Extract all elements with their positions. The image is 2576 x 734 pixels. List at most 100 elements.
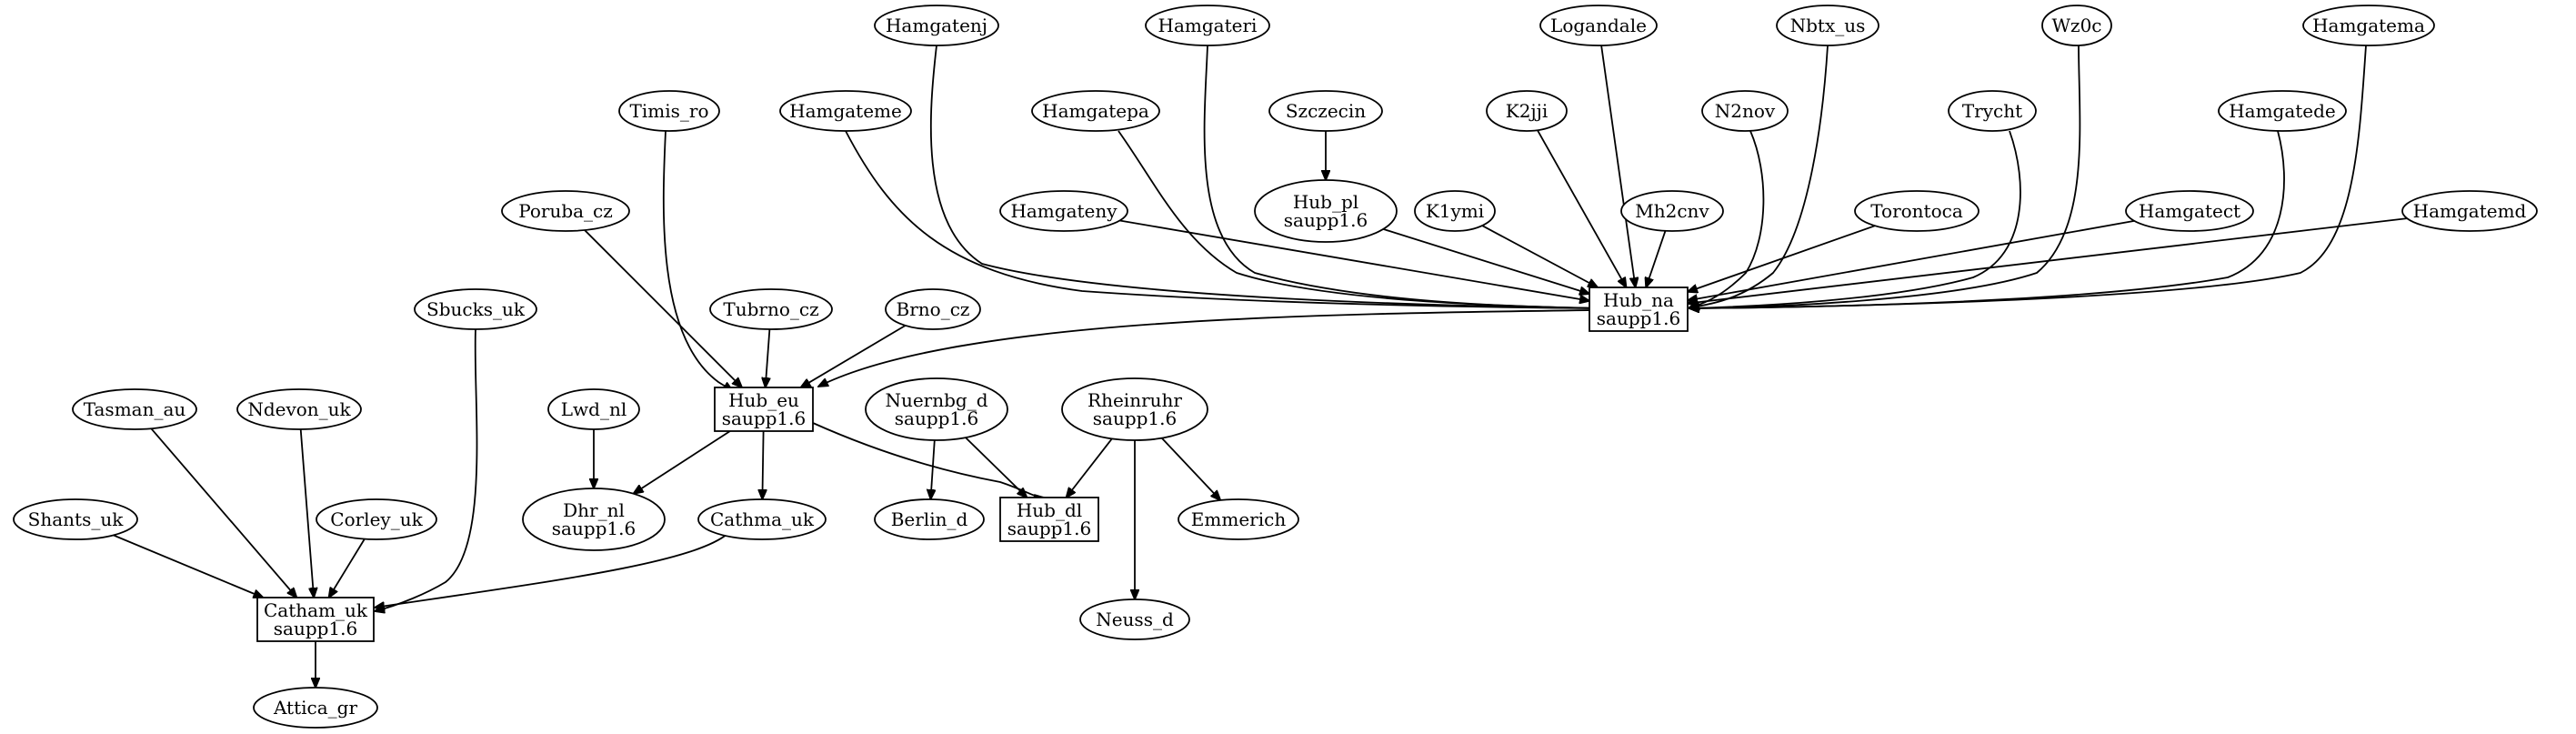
node-box-shape: [256, 597, 375, 642]
node-label: Shants_uk: [28, 508, 125, 530]
node-emmerich[interactable]: Emmerich: [1178, 498, 1299, 540]
node-label: Lwd_nl: [561, 398, 626, 420]
node-shants_uk[interactable]: Shants_uk: [13, 498, 138, 540]
edge-hamgatenj-to-hub_na: [929, 45, 1600, 308]
node-label: Catham_uk: [264, 599, 368, 621]
node-ellipse-shape: [13, 498, 138, 540]
node-k2jji[interactable]: K2jji: [1486, 90, 1568, 132]
node-label: Hub_na: [1603, 289, 1674, 311]
node-label: Tasman_au: [84, 398, 186, 420]
edge-rheinruhr-to-hub_dl: [1067, 437, 1113, 498]
node-n2nov[interactable]: N2nov: [1701, 90, 1789, 132]
node-poruba_cz[interactable]: Poruba_cz: [501, 190, 630, 232]
node-wz0c[interactable]: Wz0c: [2041, 5, 2112, 46]
node-hamgatect[interactable]: Hamgatect: [2125, 190, 2254, 232]
node-label: Sbucks_uk: [426, 298, 526, 320]
edge-brno_cz-to-hub_eu: [801, 325, 907, 387]
node-label: Tubrno_cz: [723, 298, 818, 320]
node-ellipse-shape: [1776, 5, 1879, 46]
node-label: Nbtx_us: [1790, 15, 1866, 36]
node-label: saupp1.6: [722, 407, 806, 429]
node-label: Szczecin: [1286, 100, 1366, 122]
node-neuss_d[interactable]: Neuss_d: [1079, 598, 1190, 640]
node-label: Hamgatemd: [2413, 200, 2527, 222]
node-hamgatemd[interactable]: Hamgatemd: [2401, 190, 2538, 232]
node-ellipse-shape: [414, 288, 537, 330]
node-trycht[interactable]: Trycht: [1948, 90, 2037, 132]
node-berlin_d[interactable]: Berlin_d: [874, 498, 985, 540]
node-logandale[interactable]: Logandale: [1539, 5, 1658, 46]
node-sbucks_uk[interactable]: Sbucks_uk: [414, 288, 537, 330]
edge-k2jji-to-hub_na: [1537, 129, 1627, 287]
edge-hamgateny-to-hub_na: [1119, 219, 1590, 301]
node-label: Emmerich: [1191, 508, 1287, 530]
node-nbtx_us[interactable]: Nbtx_us: [1776, 5, 1879, 46]
node-hamgatede[interactable]: Hamgatede: [2218, 90, 2347, 132]
node-lwd_nl[interactable]: Lwd_nl: [547, 388, 640, 430]
node-label: saupp1.6: [552, 518, 636, 539]
edge-mh2cnv-to-hub_na: [1646, 230, 1667, 287]
node-cathma_uk[interactable]: Cathma_uk: [697, 498, 827, 540]
node-ellipse-shape: [618, 90, 720, 132]
node-ellipse-shape: [779, 90, 912, 132]
node-ellipse-shape: [1061, 377, 1208, 441]
node-hamgateny[interactable]: Hamgateny: [999, 190, 1128, 232]
node-hamgateri[interactable]: Hamgateri: [1145, 5, 1270, 46]
node-ellipse-shape: [2302, 5, 2435, 46]
node-ndevon_uk[interactable]: Ndevon_uk: [236, 388, 362, 430]
node-szczecin[interactable]: Szczecin: [1268, 90, 1383, 132]
node-ellipse-shape: [1145, 5, 1270, 46]
node-label: Mh2cnv: [1635, 200, 1709, 222]
node-label: Wz0c: [2051, 15, 2101, 36]
node-brno_cz[interactable]: Brno_cz: [885, 288, 981, 330]
node-ellipse-shape: [253, 687, 378, 729]
node-ellipse-shape: [885, 288, 981, 330]
node-label: K2jji: [1506, 100, 1548, 122]
node-ellipse-shape: [1079, 598, 1190, 640]
node-label: Trycht: [1962, 100, 2022, 122]
node-box-shape: [999, 497, 1099, 542]
node-label: saupp1.6: [1284, 209, 1368, 231]
node-hamgateme[interactable]: Hamgateme: [779, 90, 912, 132]
node-ellipse-shape: [1254, 179, 1398, 243]
node-hamgatenj[interactable]: Hamgatenj: [874, 5, 999, 46]
edge-logandale-to-hub_na: [1600, 45, 1636, 287]
node-hamgatepa[interactable]: Hamgatepa: [1031, 90, 1160, 132]
edge-hub_eu-to-cathma_uk: [762, 430, 763, 499]
node-tasman_au[interactable]: Tasman_au: [72, 388, 197, 430]
node-label: Corley_uk: [330, 508, 423, 530]
node-timis_ro[interactable]: Timis_ro: [618, 90, 720, 132]
edge-cathma_uk-to-catham_uk: [375, 533, 728, 608]
edge-timis_ro-to-hub_eu: [662, 130, 733, 391]
edge-shants_uk-to-catham_uk: [113, 534, 264, 598]
node-hamgatema[interactable]: Hamgatema: [2302, 5, 2435, 46]
node-mh2cnv[interactable]: Mh2cnv: [1620, 190, 1724, 232]
node-ellipse-shape: [865, 377, 1008, 441]
edge-hub_pl-to-hub_na: [1383, 228, 1589, 294]
edge-hamgatepa-to-hub_na: [1118, 130, 1600, 308]
node-ellipse-shape: [697, 498, 827, 540]
node-torontoca[interactable]: Torontoca: [1854, 190, 1980, 232]
node-corley_uk[interactable]: Corley_uk: [316, 498, 437, 540]
node-label: Hamgatenj: [886, 15, 987, 36]
node-label: Hamgatede: [2229, 100, 2336, 122]
node-ellipse-shape: [501, 190, 630, 232]
node-attica_gr[interactable]: Attica_gr: [253, 687, 378, 729]
node-label: saupp1.6: [895, 407, 978, 429]
node-tubrno_cz[interactable]: Tubrno_cz: [709, 288, 833, 330]
edge-tubrno_cz-to-hub_eu: [766, 328, 770, 387]
node-k1ymi[interactable]: K1ymi: [1414, 190, 1496, 232]
edge-hub_na-to-hub_eu: [818, 309, 1592, 387]
node-label: N2nov: [1715, 100, 1776, 122]
node-ellipse-shape: [236, 388, 362, 430]
node-label: saupp1.6: [274, 618, 357, 639]
